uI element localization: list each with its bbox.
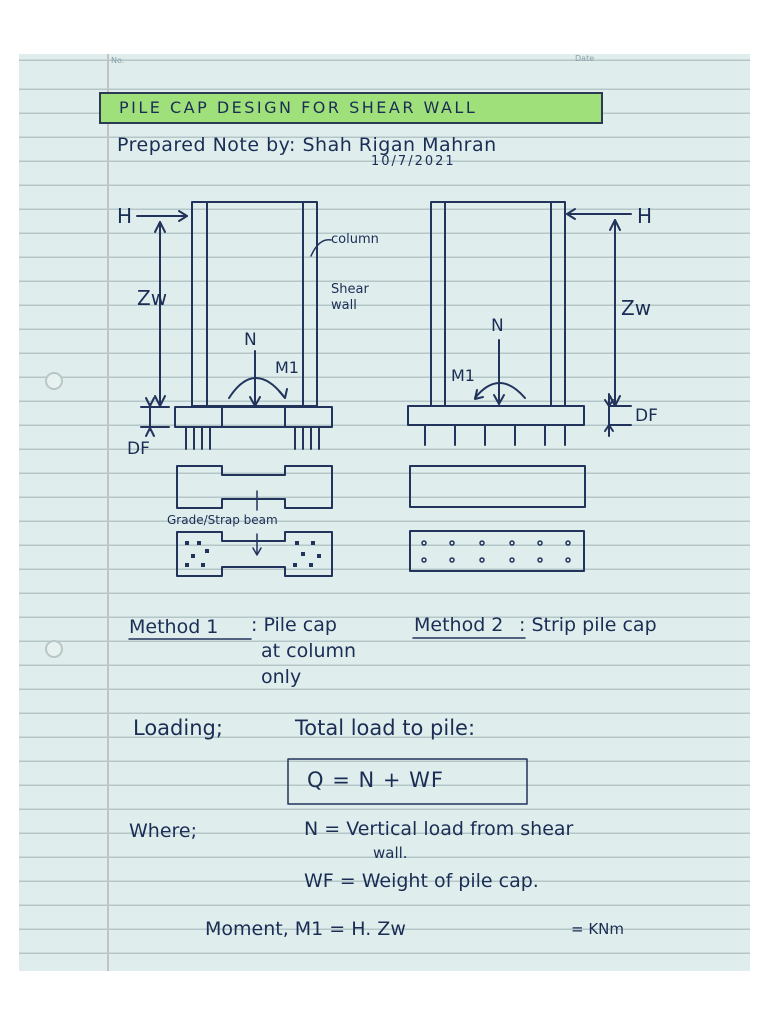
method-1-label: Method 1 xyxy=(129,616,219,638)
date-label: Date xyxy=(575,54,595,63)
method-1-text-3: only xyxy=(261,666,302,688)
n-definition-line-1: N = Vertical load from shear xyxy=(304,818,574,840)
method-1-text-1: : Pile cap xyxy=(251,614,337,636)
left-elevation-diagram xyxy=(128,201,632,805)
method-2-text: : Strip pile cap xyxy=(519,614,657,636)
left-N-label: N xyxy=(244,330,257,350)
loading-label: Loading; xyxy=(133,716,223,740)
title-highlight-box xyxy=(99,92,603,124)
punch-hole-bottom xyxy=(45,640,63,658)
grade-beam-label: Grade/Strap beam xyxy=(167,513,278,527)
method-2-label: Method 2 xyxy=(414,614,504,636)
right-Zw-label: Zw xyxy=(621,296,652,320)
load-formula: Q = N + WF xyxy=(307,768,444,792)
prepared-date: 10/7/2021 xyxy=(371,154,456,169)
right-N-label: N xyxy=(491,316,504,336)
left-M1-label: M1 xyxy=(275,358,299,377)
shear-wall-label: Shear wall xyxy=(331,282,369,313)
right-M1-label: M1 xyxy=(451,366,475,385)
notebook-page: No. Date PILE CAP DESIGN FOR SHEAR WALL … xyxy=(19,54,750,971)
no-label: No. xyxy=(111,56,125,65)
punch-hole-top xyxy=(45,372,63,390)
moment-equation: Moment, M1 = H. Zw xyxy=(205,918,406,940)
method-1-text-2: at column xyxy=(261,640,357,662)
where-label: Where; xyxy=(129,820,198,842)
prepared-by: Prepared Note by: Shah Rigan Mahran xyxy=(117,134,497,156)
page-title: PILE CAP DESIGN FOR SHEAR WALL xyxy=(119,98,478,117)
right-H-label: H xyxy=(637,204,653,228)
column-label: column xyxy=(331,232,379,247)
left-Df-label: DF xyxy=(127,439,150,459)
total-load-text: Total load to pile: xyxy=(295,716,476,740)
left-Zw-label: Zw xyxy=(137,286,168,310)
left-H-label: H xyxy=(117,204,133,228)
moment-unit: = KNm xyxy=(571,920,625,938)
n-definition-line-2: wall. xyxy=(373,844,408,862)
right-Df-label: DF xyxy=(635,406,658,426)
wf-definition: WF = Weight of pile cap. xyxy=(304,870,539,892)
